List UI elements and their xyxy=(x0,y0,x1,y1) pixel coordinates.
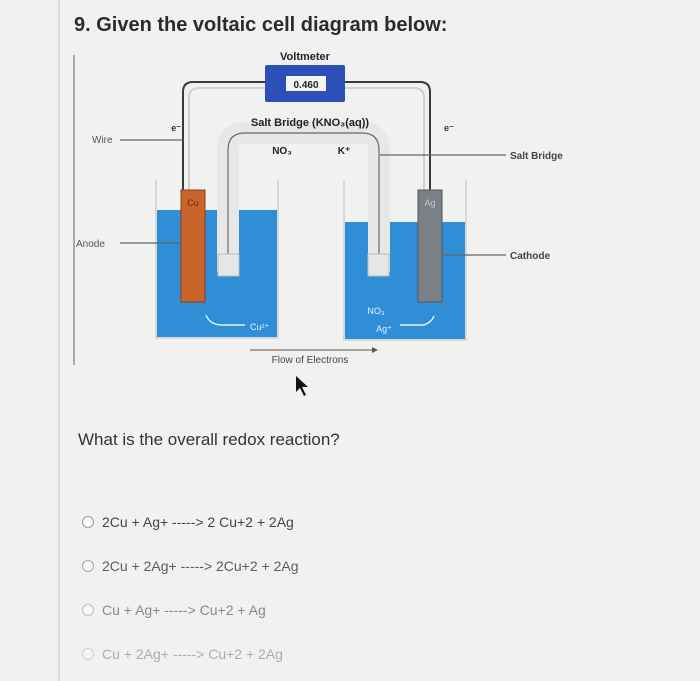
no3-right-label: NO₃ xyxy=(367,306,385,316)
right-beaker xyxy=(343,180,467,341)
copper-electrode xyxy=(180,189,206,303)
ag-electrode-label: Ag xyxy=(424,198,435,208)
radio-button-icon[interactable] xyxy=(82,604,94,616)
radio-button-icon[interactable] xyxy=(82,560,94,572)
right-solution xyxy=(344,222,466,340)
ag-ion-arrow xyxy=(400,315,435,326)
ag-ion-label: Ag⁺ xyxy=(376,324,392,334)
radio-button-icon[interactable] xyxy=(82,516,94,528)
cu-ion-label: Cu²⁺ xyxy=(250,322,270,332)
answer-choice-4[interactable]: Cu + 2Ag+ -----> Cu+2 + 2Ag xyxy=(82,646,283,662)
silver-electrode xyxy=(417,189,443,303)
flow-arrow-head xyxy=(372,347,378,353)
voltaic-cell-diagram: Voltmeter 0.460 Cu Ag e⁻ e⁻ Salt Bridge … xyxy=(0,40,700,410)
answer-choice-label: Cu + Ag+ -----> Cu+2 + Ag xyxy=(102,602,266,618)
left-electron-label: e⁻ xyxy=(171,123,181,133)
answer-choice-label: 2Cu + Ag+ -----> 2 Cu+2 + 2Ag xyxy=(102,514,294,530)
question-prompt: What is the overall redox reaction? xyxy=(78,430,340,449)
cathode-label: Cathode xyxy=(510,251,550,262)
answer-choice-label: Cu + 2Ag+ -----> Cu+2 + 2Ag xyxy=(102,646,283,662)
question-title: 9. Given the voltaic cell diagram below: xyxy=(74,14,448,36)
voltmeter-reading: 0.460 xyxy=(293,80,318,91)
radio-button-icon[interactable] xyxy=(82,648,94,660)
right-plug xyxy=(367,253,390,277)
answer-choice-1[interactable]: 2Cu + Ag+ -----> 2 Cu+2 + 2Ag xyxy=(82,514,294,530)
cu-electrode-label: Cu xyxy=(187,198,199,208)
left-plug xyxy=(217,253,240,277)
no3-ion-label: NO₃ xyxy=(272,146,292,157)
answer-choice-3[interactable]: Cu + Ag+ -----> Cu+2 + Ag xyxy=(82,602,266,618)
k-ion-label: K⁺ xyxy=(338,146,351,157)
wire-label: Wire xyxy=(92,135,113,146)
answer-choice-2[interactable]: 2Cu + 2Ag+ -----> 2Cu+2 + 2Ag xyxy=(82,558,299,574)
right-electron-label: e⁻ xyxy=(444,123,454,133)
salt-bridge-title: Salt Bridge (KNO₃(aq)) xyxy=(251,117,369,129)
answer-choice-label: 2Cu + 2Ag+ -----> 2Cu+2 + 2Ag xyxy=(102,558,299,574)
anode-label: Anode xyxy=(76,239,105,250)
external-wire xyxy=(182,81,431,190)
voltmeter: Voltmeter 0.460 xyxy=(265,51,345,102)
mouse-cursor-icon xyxy=(296,376,308,396)
salt-bridge-tube xyxy=(217,122,390,277)
salt-bridge-side-label: Salt Bridge xyxy=(510,151,563,162)
cu-ion-arrow xyxy=(205,314,245,326)
content-left-border xyxy=(58,0,60,681)
voltmeter-label: Voltmeter xyxy=(280,51,331,63)
flow-of-electrons-label: Flow of Electrons xyxy=(272,355,349,366)
